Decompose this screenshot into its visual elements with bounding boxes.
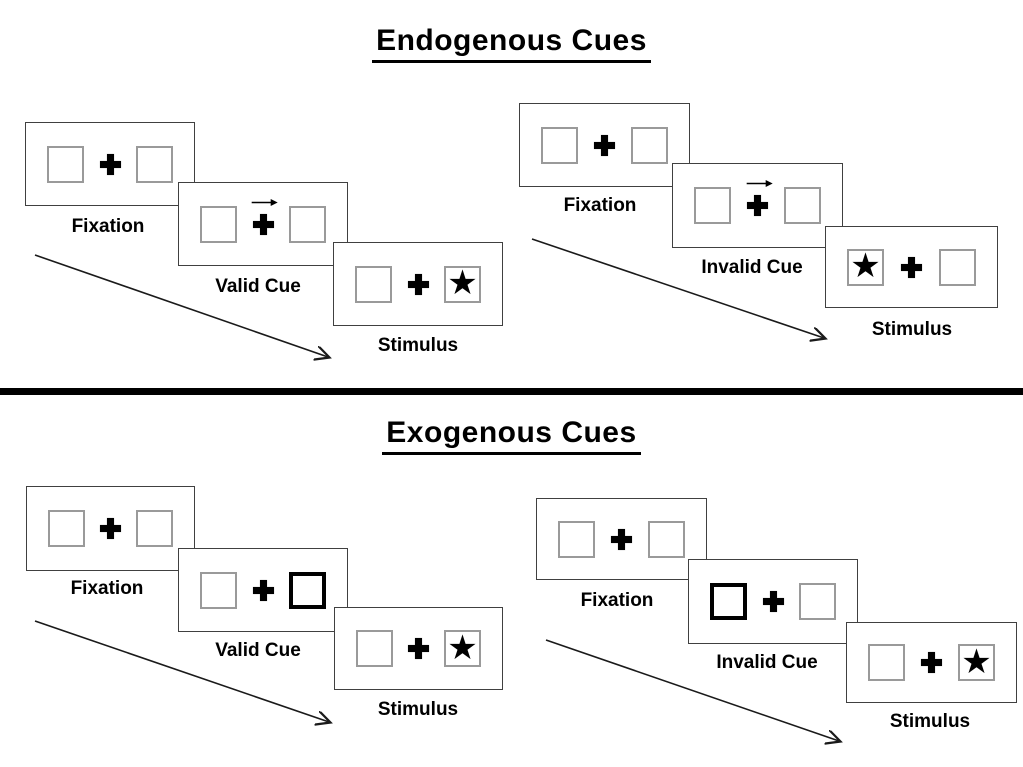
timeline-arrow bbox=[531, 238, 824, 338]
exogenous-section-title: Exogenous Cues bbox=[0, 416, 1023, 455]
left-box bbox=[200, 571, 237, 609]
stimulus-panel: ★ bbox=[846, 622, 1017, 703]
left-box bbox=[356, 630, 393, 667]
section-divider bbox=[0, 388, 1023, 395]
endogenous-section-title: Endogenous Cues bbox=[0, 24, 1023, 63]
fixation-cross-icon bbox=[921, 652, 942, 673]
right-box bbox=[289, 205, 326, 243]
valid-cue-panel bbox=[178, 182, 348, 266]
stimulus-panel: ★ bbox=[825, 226, 998, 308]
fixation-cross-icon bbox=[594, 134, 615, 156]
stimulus-label: Stimulus bbox=[889, 711, 971, 732]
valid-cue-label: Valid Cue bbox=[215, 276, 301, 297]
endogenous-title-text: Endogenous Cues bbox=[372, 24, 651, 63]
fixation-label: Fixation bbox=[563, 195, 637, 216]
left-box bbox=[355, 265, 392, 303]
fixation-cross-icon bbox=[99, 153, 121, 175]
star-stimulus-icon: ★ bbox=[447, 627, 478, 668]
left-box bbox=[558, 520, 595, 558]
right-box bbox=[784, 187, 821, 224]
star-stimulus-icon: ★ bbox=[850, 246, 881, 286]
fixation-panel bbox=[26, 486, 195, 571]
left-box bbox=[694, 187, 731, 224]
fixation-cross-icon bbox=[762, 591, 784, 612]
invalid-cue-label: Invalid Cue bbox=[701, 257, 803, 278]
timeline-arrow bbox=[34, 254, 328, 357]
timeline-arrow bbox=[545, 639, 839, 741]
fixation-panel bbox=[519, 103, 690, 187]
right-box-with-star: ★ bbox=[444, 630, 481, 667]
right-box-highlighted-cue bbox=[289, 571, 326, 609]
right-box bbox=[136, 510, 173, 547]
right-box bbox=[631, 126, 668, 164]
left-box-with-star: ★ bbox=[847, 246, 884, 286]
fixation-cross-icon bbox=[407, 273, 429, 295]
stimulus-label: Stimulus bbox=[377, 699, 459, 720]
right-box-with-star: ★ bbox=[444, 263, 481, 303]
fixation-cross-icon bbox=[611, 528, 632, 550]
fixation-label: Fixation bbox=[71, 216, 145, 237]
right-box bbox=[939, 248, 976, 286]
left-box bbox=[868, 644, 905, 681]
stimulus-panel: ★ bbox=[333, 242, 503, 326]
left-box bbox=[48, 510, 85, 547]
stimulus-label: Stimulus bbox=[871, 319, 953, 340]
fixation-panel bbox=[536, 498, 707, 580]
left-box bbox=[200, 205, 237, 243]
fixation-cross-icon bbox=[252, 579, 274, 601]
stimulus-panel: ★ bbox=[334, 607, 503, 690]
right-box bbox=[136, 145, 173, 183]
left-box bbox=[47, 145, 84, 183]
right-box bbox=[799, 583, 836, 620]
valid-cue-label: Valid Cue bbox=[215, 640, 301, 661]
star-stimulus-icon: ★ bbox=[447, 263, 478, 303]
invalid-cue-panel bbox=[672, 163, 843, 248]
left-box-highlighted-cue bbox=[710, 583, 747, 620]
fixation-label: Fixation bbox=[580, 590, 654, 611]
fixation-cross-icon bbox=[100, 518, 121, 539]
exogenous-title-text: Exogenous Cues bbox=[382, 416, 641, 455]
right-arrow-cue-icon bbox=[746, 180, 773, 187]
left-box bbox=[541, 126, 578, 164]
fixation-panel bbox=[25, 122, 195, 206]
stimulus-label: Stimulus bbox=[377, 335, 459, 356]
invalid-cue-panel bbox=[688, 559, 858, 644]
star-stimulus-icon: ★ bbox=[961, 641, 992, 682]
right-arrow-cue-icon bbox=[251, 198, 278, 206]
right-box-with-star: ★ bbox=[958, 644, 995, 681]
fixation-cross-icon bbox=[251, 198, 278, 235]
timeline-arrow bbox=[34, 620, 329, 722]
fixation-label: Fixation bbox=[70, 578, 144, 599]
fixation-cross-icon bbox=[746, 180, 773, 216]
valid-cue-panel bbox=[178, 548, 348, 632]
invalid-cue-label: Invalid Cue bbox=[716, 652, 818, 673]
fixation-cross-icon bbox=[901, 256, 922, 278]
right-box bbox=[648, 520, 685, 558]
fixation-cross-icon bbox=[408, 638, 429, 659]
